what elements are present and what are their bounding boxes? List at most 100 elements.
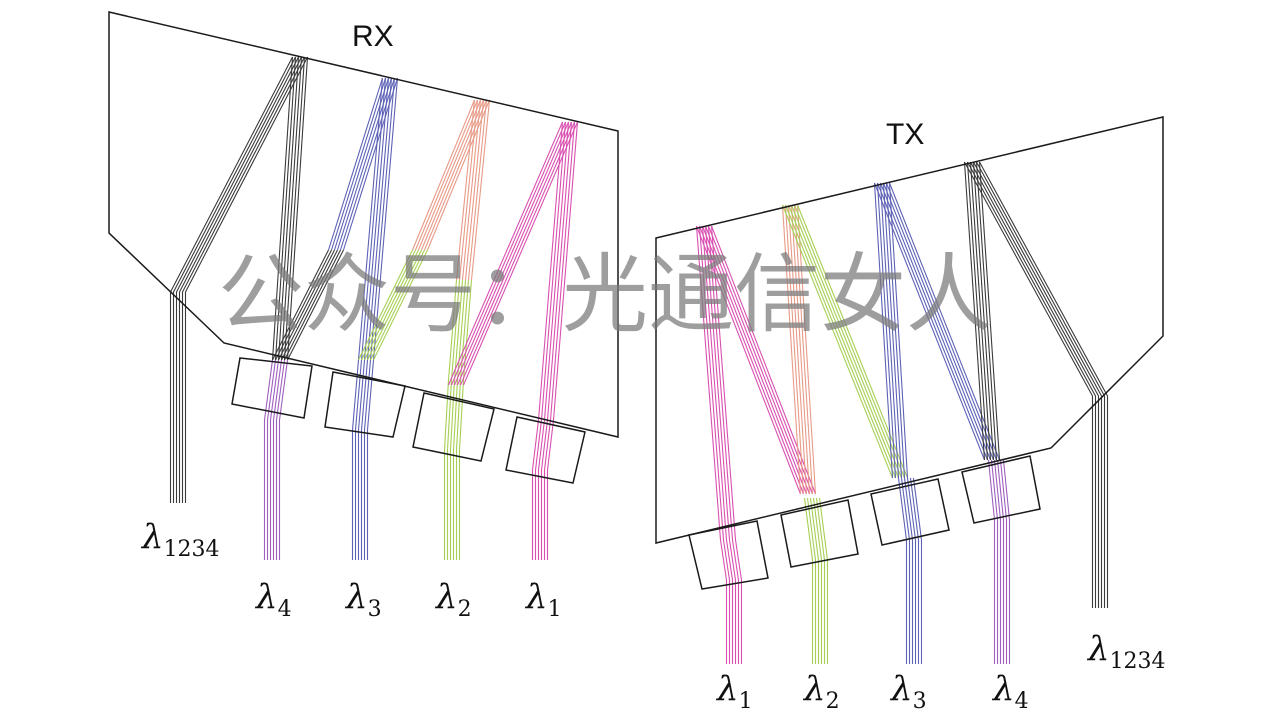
tx-beam-lambda2-line xyxy=(815,497,826,664)
tx-zigzag-beam-line xyxy=(701,225,808,495)
rx-zigzag-beam-line xyxy=(286,56,309,361)
rx-input-beam-line xyxy=(175,56,299,503)
rx-zigzag-beam-line xyxy=(411,99,476,251)
rx-zigzag-beam-line xyxy=(373,249,428,361)
tx-block xyxy=(655,116,1164,544)
tx-zigzag-beam-line xyxy=(885,182,998,461)
tx-zigzag-beam-line xyxy=(784,204,897,479)
tx-zigzag-beam-line xyxy=(784,204,805,495)
rx-zigzag-beam-line xyxy=(280,56,303,361)
rx-beam-lambda2-line xyxy=(446,279,461,560)
tx-input-label-4: λ4 xyxy=(991,669,1029,714)
tx-beam-lambda4-line xyxy=(987,459,996,664)
tx-output-beam-line xyxy=(973,161,1103,608)
rx-zigzag-beam-line xyxy=(339,77,396,251)
rx-zigzag-beam-line xyxy=(370,249,425,361)
rx-input-beam-line xyxy=(184,56,308,503)
rx-beam-lambda1-line xyxy=(534,121,567,560)
rx-zigzag-beam-line xyxy=(274,56,297,361)
rx-zigzag-beam-line xyxy=(277,56,300,361)
rx-zigzag-beam-line xyxy=(272,249,329,361)
rx-zigzag-beam-line xyxy=(327,77,384,251)
tx-zigzag-beam-line xyxy=(978,161,1001,461)
tx-zigzag-beam-line xyxy=(787,204,808,495)
rx-beam-lambda2-line xyxy=(461,99,482,281)
tx-beam-lambda3-line xyxy=(900,477,911,664)
rx-beam-lambda4-line xyxy=(272,359,283,560)
rx-zigzag-beam-line xyxy=(333,77,390,251)
rx-beam-lambda4-line xyxy=(278,359,289,560)
rx-lens-array xyxy=(231,357,586,484)
tx-beam-lambda3-line xyxy=(903,477,914,664)
tx-beam-lambda1-line xyxy=(704,225,737,664)
rx-zigzag-beam-line xyxy=(367,249,422,361)
tx-input-label-1: λ1 xyxy=(715,669,753,714)
tx-zigzag-beam-line xyxy=(966,161,989,461)
rx-zigzag-beam-line xyxy=(450,121,567,386)
tx-zigzag-beam-line xyxy=(790,204,903,479)
tx-zigzag-beam-line xyxy=(793,204,906,479)
rx-beam-lambda1-line xyxy=(540,121,573,560)
rx-zigzag-beam-line xyxy=(281,249,338,361)
rx-input-beam-line xyxy=(178,56,302,503)
rx-zigzag-beam-line xyxy=(364,249,419,361)
rx-beam-lambda2-line xyxy=(464,99,485,281)
rx-beam-lambda1-line xyxy=(531,121,564,560)
tx-beam-lambda3-line xyxy=(906,477,917,664)
rx-zigzag-beam-line xyxy=(275,249,332,361)
tx-zigzag-beam-line xyxy=(972,161,995,461)
tx-beam-lambda3-line xyxy=(909,477,920,664)
rx-beam-lambda4-line xyxy=(275,359,286,560)
tx-zigzag-beam-line xyxy=(876,182,989,461)
rx-beam-lambda2-line xyxy=(455,279,470,560)
tx-zigzag-beam-line xyxy=(796,204,909,479)
rx-input-beam-line xyxy=(172,56,296,503)
rx-zigzag-beam-line xyxy=(447,121,564,386)
rx-zigzag-beam-line xyxy=(287,249,344,361)
rx-zigzag-beam-line xyxy=(420,99,485,251)
rx-lens-box xyxy=(231,357,313,419)
tx-zigzag-beam-line xyxy=(781,204,802,495)
rx-beam-lambda1-line xyxy=(537,121,570,560)
rx-output-label-4: λ4 xyxy=(254,577,292,622)
tx-output-beam-line xyxy=(976,161,1106,608)
tx-zigzag-beam-line xyxy=(873,182,894,479)
rx-lens-box xyxy=(324,371,406,438)
rx-beam-lambda4-line xyxy=(266,359,277,560)
tx-zigzag-beam-line xyxy=(873,182,986,461)
rx-zigzag-beam-line xyxy=(423,99,488,251)
rx-beam-lambda3-line xyxy=(357,77,390,560)
tx-beam-lambda2-line xyxy=(818,497,829,664)
rx-input-beam-line xyxy=(181,56,305,503)
tx-beam-lambda4-line xyxy=(1002,459,1011,664)
rx-zigzag-beam-line xyxy=(358,249,413,361)
tx-beam-lambda1-line xyxy=(698,225,731,664)
tx-lens-box xyxy=(688,520,769,590)
rx-beam-lambda3-line xyxy=(366,77,399,560)
tx-input-label-3: λ3 xyxy=(889,669,927,714)
rx-zigzag-beam-line xyxy=(459,121,576,386)
rx-zigzag-beam-line xyxy=(330,77,387,251)
tx-beam-lambda1-line xyxy=(695,225,728,664)
tx-output-label: λ1234 xyxy=(1086,629,1166,674)
rx-zigzag-beam-line xyxy=(284,249,341,361)
tx-zigzag-beam-line xyxy=(793,204,814,495)
tx-output-beam-line xyxy=(964,161,1094,608)
rx-beam-lambda2-line xyxy=(455,99,476,281)
rx-output-label-1: λ1 xyxy=(524,577,562,622)
rx-zigzag-beam-line xyxy=(271,56,294,361)
rx-beam-lambda2-line xyxy=(443,279,458,560)
rx-zigzag-beam-line xyxy=(361,249,416,361)
tx-lens-box xyxy=(870,478,950,546)
rx-beam-lambda1-line xyxy=(546,121,579,560)
rx-zigzag-beam-line xyxy=(336,77,393,251)
tx-zigzag-beam-line xyxy=(879,182,900,479)
rx-beam-lambda3-line xyxy=(360,77,393,560)
rx-beam-lambda2-line xyxy=(452,279,467,560)
rx-beam-lambda4-line xyxy=(263,359,274,560)
tx-beam-lambda2-line xyxy=(809,497,820,664)
tx-zigzag-beam-line xyxy=(707,225,814,495)
rx-title: RX xyxy=(352,20,394,53)
tx-zigzag-beam-line xyxy=(781,204,894,479)
